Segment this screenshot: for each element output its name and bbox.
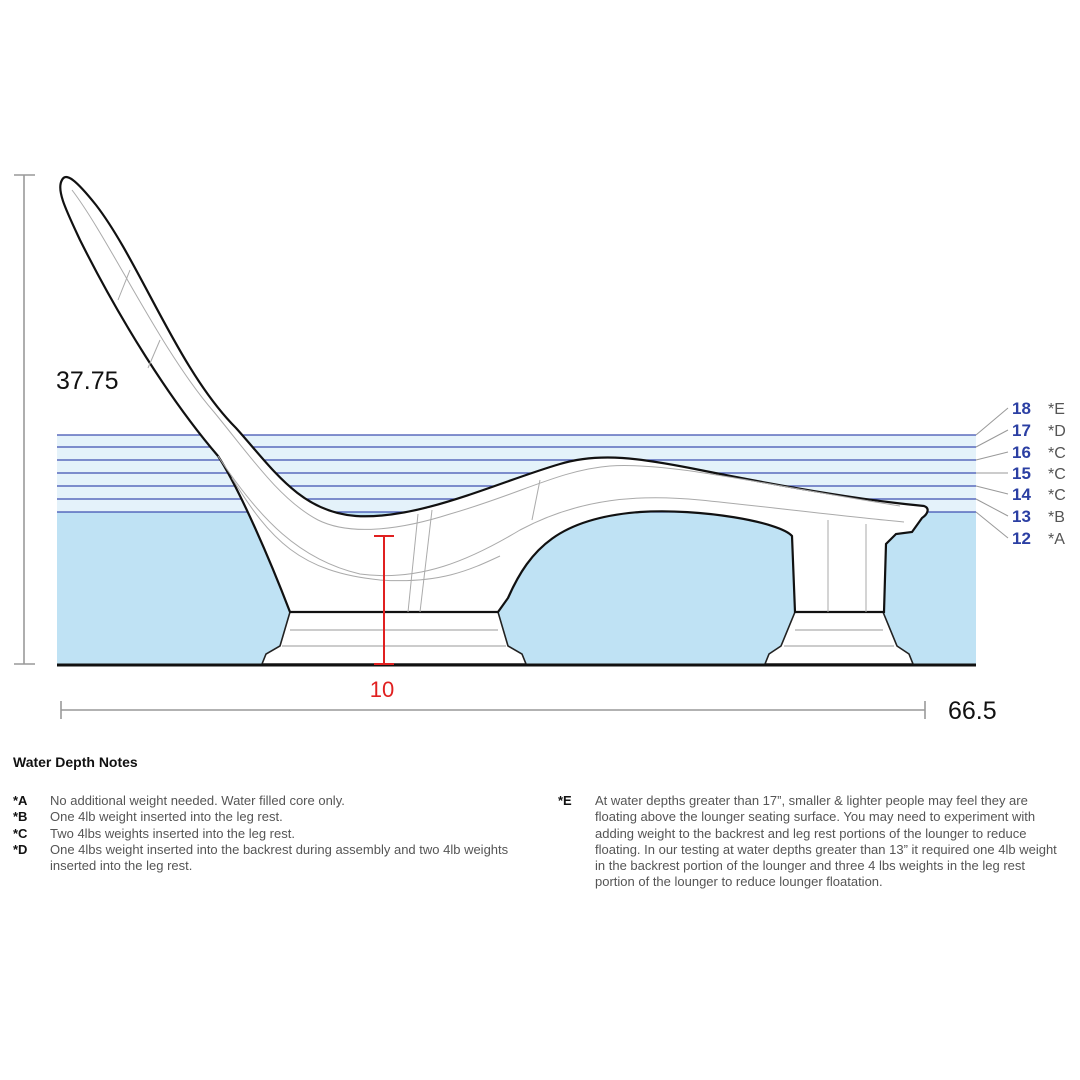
note-code: *E <box>558 793 572 808</box>
leader-12 <box>975 511 1009 539</box>
depth-code: *A <box>1048 531 1065 548</box>
note-text: At water depths greater than 17”, smalle… <box>595 793 1057 890</box>
note-e: *E At water depths greater than 17”, sma… <box>558 793 1068 891</box>
depth-code: *D <box>1048 423 1066 440</box>
notes-right-column: *E At water depths greater than 17”, sma… <box>558 793 1068 891</box>
note-text: One 4lb weight inserted into the leg res… <box>50 809 283 825</box>
note-text: One 4lbs weight inserted into the backre… <box>50 841 509 874</box>
note-d: *D One 4lbs weight inserted into the bac… <box>13 842 533 875</box>
depth-value: 12 <box>1012 529 1031 548</box>
depth-value: 18 <box>1012 399 1031 418</box>
leader-13 <box>975 498 1009 517</box>
frame-detail <box>531 479 541 521</box>
note-a: *A No additional weight needed. Water fi… <box>13 793 533 809</box>
lounger-water-depth-diagram: 37.75 66.5 10 18 *E 17 *D 16 *C 15 *C 14… <box>14 174 1066 725</box>
height-dimension <box>14 174 35 665</box>
height-label: 37.75 <box>56 367 119 395</box>
notes-left-column: *A No additional weight needed. Water fi… <box>13 793 533 874</box>
seat-contour-base <box>231 477 501 582</box>
depth-value: 14 <box>1012 485 1031 504</box>
depth-leaders <box>975 407 1009 539</box>
leader-14 <box>975 485 1009 495</box>
note-b: *B One 4lb weight inserted into the leg … <box>13 809 533 825</box>
note-code: *C <box>13 825 28 841</box>
seat-height-label: 10 <box>370 677 394 702</box>
lounger <box>59 175 929 665</box>
depth-code: *C <box>1048 487 1066 504</box>
seat-contour-lower <box>217 455 905 577</box>
frame-detail <box>117 269 131 301</box>
leader-17 <box>975 429 1009 448</box>
leader-18 <box>975 407 1009 436</box>
depth-value: 16 <box>1012 443 1031 462</box>
frame-detail <box>407 513 419 613</box>
note-text: Two 4lbs weights inserted into the leg r… <box>50 825 295 841</box>
note-code: *A <box>13 793 28 808</box>
front-pedestal <box>260 611 528 665</box>
depth-value: 13 <box>1012 507 1031 526</box>
length-label: 66.5 <box>948 697 997 725</box>
note-c: *C Two 4lbs weights inserted into the le… <box>13 826 533 842</box>
depth-code: *B <box>1048 509 1065 526</box>
depth-labels: 18 *E 17 *D 16 *C 15 *C 14 *C 13 *B 12 *… <box>1012 399 1066 548</box>
notes-title: Water Depth Notes <box>13 754 138 770</box>
seat-height-dimension <box>374 535 394 665</box>
depth-value: 15 <box>1012 464 1031 483</box>
depth-code: *C <box>1048 445 1066 462</box>
note-code: *D <box>13 841 28 857</box>
seat-contour <box>71 189 901 530</box>
depth-code: *E <box>1048 401 1065 418</box>
frame-detail <box>419 509 433 613</box>
depth-value: 17 <box>1012 421 1031 440</box>
depth-code: *C <box>1048 466 1066 483</box>
frame-detail <box>147 339 161 369</box>
length-dimension <box>60 701 926 719</box>
note-code: *B <box>13 809 28 825</box>
note-text: No additional weight needed. Water fille… <box>50 793 345 808</box>
leader-16 <box>975 451 1009 461</box>
